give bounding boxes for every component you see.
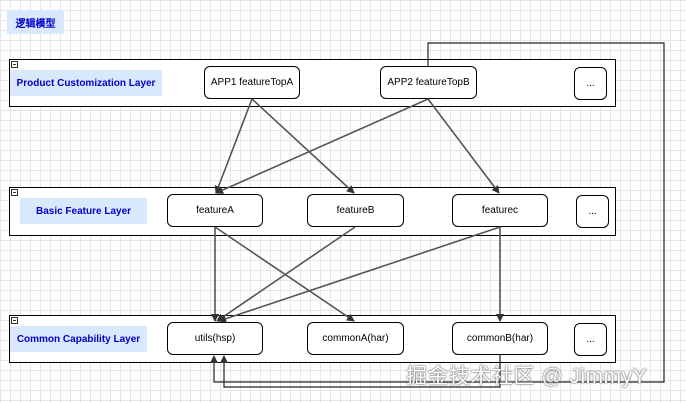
collapse-icon[interactable] (11, 61, 18, 68)
watermark: 掘金技术社区 @ JimmyY (406, 365, 648, 388)
layer-label: Common Capability Layer (10, 326, 147, 352)
edge-app2-utils (210, 42, 665, 383)
layer-label: Basic Feature Layer (20, 198, 147, 224)
diagram-title: 逻辑模型 (7, 10, 64, 34)
edge-featurec-utils (218, 226, 501, 323)
node-more-top[interactable]: ... (574, 67, 607, 100)
node-app1-featuretopa[interactable]: APP1 featureTopA (204, 66, 300, 99)
node-utils-hsp[interactable]: utils(hsp) (167, 322, 263, 355)
node-featurea[interactable]: featureA (167, 194, 263, 227)
node-more-basic[interactable]: ... (576, 195, 609, 228)
edge-app2-featurea (215, 98, 429, 194)
edge-app2-featurec (427, 98, 500, 194)
edge-app1-featureb (251, 98, 355, 194)
collapse-icon[interactable] (11, 189, 18, 196)
node-commona-har[interactable]: commonA(har) (307, 322, 404, 355)
node-commonb-har[interactable]: commonB(har) (452, 322, 548, 355)
edge-featurea-commona (214, 226, 355, 322)
edge-commonb-utils (220, 355, 501, 388)
node-featurec[interactable]: featurec (452, 194, 548, 227)
edge-app1-featurea (214, 98, 253, 194)
layer-product-customization: Product Customization Layer (9, 59, 616, 107)
node-featureb[interactable]: featureB (307, 194, 404, 227)
edge-featureb-utils (216, 226, 356, 322)
node-more-common[interactable]: ... (574, 323, 607, 356)
node-app2-featuretopb[interactable]: APP2 featureTopB (380, 66, 477, 99)
collapse-icon[interactable] (11, 317, 18, 324)
layer-label: Product Customization Layer (10, 70, 162, 96)
